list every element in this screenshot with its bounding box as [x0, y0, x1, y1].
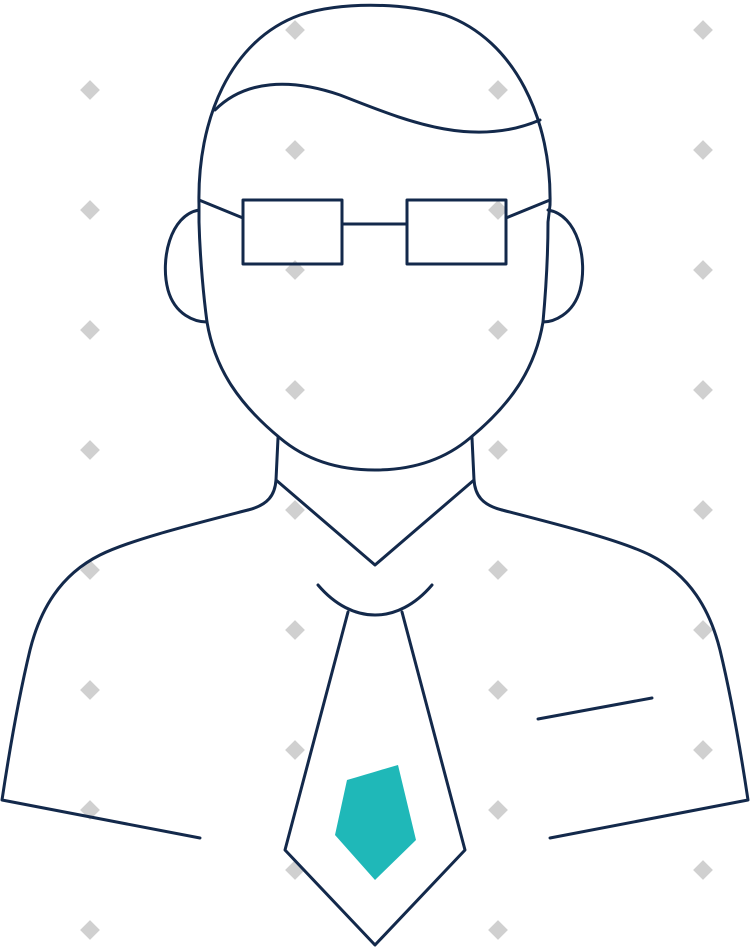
- diamond-watermark-icon: [80, 80, 100, 100]
- left-shoulder-arm: [0, 508, 250, 840]
- diamond-watermark-icon: [80, 920, 100, 940]
- diamond-watermark-icon: [80, 440, 100, 460]
- diamond-watermark-icon: [488, 680, 508, 700]
- diamond-watermark-icon: [693, 260, 713, 280]
- hair-line: [213, 82, 542, 134]
- diamond-watermark-icon: [693, 860, 713, 880]
- diamond-watermark-icon: [488, 320, 508, 340]
- figure-outline: [0, 3, 750, 947]
- diamond-watermark-icon: [693, 620, 713, 640]
- diamond-watermark-icon: [693, 380, 713, 400]
- diamond-watermark-icon: [488, 200, 508, 220]
- tie-knot: [316, 583, 434, 617]
- diamond-watermark-icon: [488, 80, 508, 100]
- diamond-watermark-icon: [488, 560, 508, 580]
- diamond-watermark-icon: [488, 800, 508, 820]
- left-ear: [163, 208, 209, 324]
- diamond-watermark-icon: [693, 500, 713, 520]
- diamond-watermark-icon: [693, 140, 713, 160]
- right-shoulder-arm: [500, 508, 750, 840]
- diamond-watermark-icon: [488, 440, 508, 460]
- diamond-watermark-icon: [693, 740, 713, 760]
- tie-accent-shape: [335, 765, 416, 880]
- diamond-watermark-icon: [285, 500, 305, 520]
- diamond-watermark-icon: [80, 320, 100, 340]
- diamond-watermark-icon: [693, 20, 713, 40]
- diamond-watermark-icon: [285, 740, 305, 760]
- right-ear: [541, 208, 585, 324]
- tie-body: [283, 610, 467, 947]
- neck-left: [246, 436, 280, 512]
- glasses-left-lens: [241, 198, 344, 266]
- glasses-left-arm: [197, 198, 245, 220]
- head-outline: [197, 3, 552, 472]
- diamond-watermark-icon: [285, 620, 305, 640]
- glasses-right-arm: [504, 198, 552, 220]
- diamond-watermark-icon: [285, 380, 305, 400]
- diamond-watermark-icon: [285, 20, 305, 40]
- diamond-watermark-icon: [285, 140, 305, 160]
- diamond-watermark-icon: [80, 200, 100, 220]
- diamond-watermark-icon: [80, 680, 100, 700]
- diamond-watermark-icon: [80, 560, 100, 580]
- chest-pocket-line: [536, 696, 654, 721]
- diamond-watermark-icon: [488, 920, 508, 940]
- shirt-collar: [274, 478, 476, 567]
- glasses-right-lens: [405, 198, 508, 266]
